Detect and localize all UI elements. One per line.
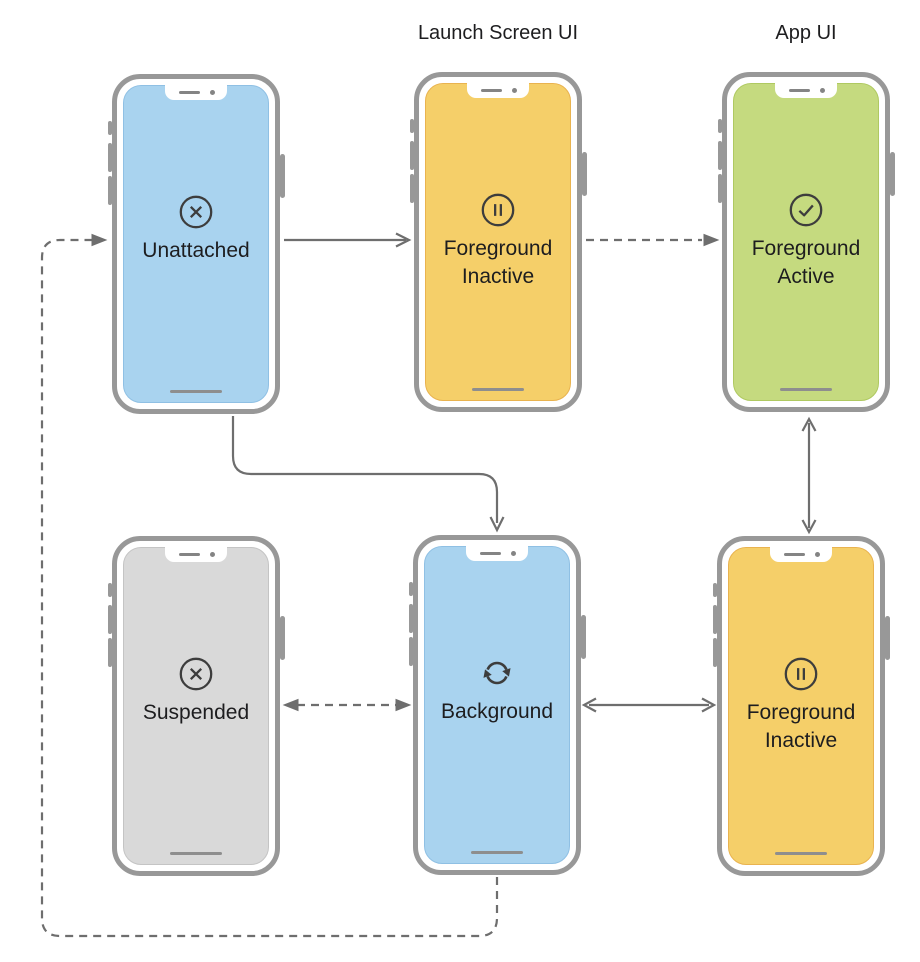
phone-screen: Foreground Active — [733, 82, 879, 401]
power-button — [885, 616, 890, 660]
volume-up-button — [107, 143, 112, 172]
notch — [165, 84, 227, 100]
home-indicator — [170, 389, 222, 393]
volume-up-button — [409, 141, 414, 170]
phone-screen: Foreground Inactive — [728, 546, 874, 865]
home-indicator — [471, 850, 523, 854]
state-label: Suspended — [142, 701, 250, 724]
camera-icon — [815, 551, 820, 557]
notch — [467, 82, 529, 98]
circle-x-icon — [124, 193, 268, 231]
home-indicator — [780, 387, 832, 391]
phone-background: Background — [408, 535, 586, 875]
arrow-unattached-to-background — [231, 416, 505, 533]
speaker-icon — [480, 551, 501, 555]
power-button — [582, 152, 587, 196]
arrow-foreground-inactive-to-foreground-active — [586, 233, 720, 247]
circle-check-icon — [734, 191, 878, 229]
camera-icon — [512, 87, 517, 93]
home-indicator — [170, 851, 222, 855]
phone-screen: Unattached — [123, 84, 269, 403]
camera-icon — [820, 87, 825, 93]
mute-switch — [408, 582, 413, 596]
circle-pause-icon — [426, 191, 570, 229]
arrow-background-foreground-inactive — [581, 697, 717, 713]
volume-down-button — [107, 638, 112, 667]
mute-switch — [712, 583, 717, 597]
speaker-icon — [784, 552, 805, 556]
state-label: Background — [440, 700, 554, 723]
volume-down-button — [408, 637, 413, 666]
volume-down-button — [717, 174, 722, 203]
arrow-foreground-active-foreground-inactive — [801, 416, 817, 535]
arrow-unattached-to-foreground-inactive — [284, 232, 412, 248]
notch — [775, 82, 837, 98]
column-header-app-ui: App UI — [775, 22, 837, 44]
home-indicator — [472, 387, 524, 391]
phone-foreground-inactive-top: Foreground Inactive — [409, 72, 587, 412]
phone-foreground-inactive-bottom: Foreground Inactive — [712, 536, 890, 876]
camera-icon — [210, 89, 215, 95]
volume-up-button — [712, 605, 717, 634]
notch — [770, 546, 832, 562]
arrow-suspended-background — [282, 698, 412, 712]
volume-down-button — [409, 174, 414, 203]
speaker-icon — [481, 88, 502, 92]
mute-switch — [107, 121, 112, 135]
phone-screen: Foreground Inactive — [425, 82, 571, 401]
phone-suspended: Suspended — [107, 536, 285, 876]
volume-up-button — [107, 605, 112, 634]
speaker-icon — [179, 90, 200, 94]
volume-down-button — [712, 638, 717, 667]
power-button — [890, 152, 895, 196]
circle-x-icon — [124, 655, 268, 693]
volume-up-button — [408, 604, 413, 633]
speaker-icon — [179, 552, 200, 556]
camera-icon — [210, 551, 215, 557]
power-button — [280, 616, 285, 660]
speaker-icon — [789, 88, 810, 92]
power-button — [581, 615, 586, 659]
state-label: Foreground Inactive — [443, 237, 553, 288]
home-indicator — [775, 851, 827, 855]
mute-switch — [409, 119, 414, 133]
state-label: Foreground Active — [751, 237, 861, 288]
phone-screen: Background — [424, 545, 570, 864]
state-label: Foreground Inactive — [746, 701, 856, 752]
power-button — [280, 154, 285, 198]
mute-switch — [717, 119, 722, 133]
volume-down-button — [107, 176, 112, 205]
state-label: Unattached — [142, 239, 250, 262]
notch — [466, 545, 528, 561]
notch — [165, 546, 227, 562]
phone-unattached: Unattached — [107, 74, 285, 414]
phone-foreground-active: Foreground Active — [717, 72, 895, 412]
refresh-icon — [425, 654, 569, 694]
camera-icon — [511, 550, 516, 556]
mute-switch — [107, 583, 112, 597]
volume-up-button — [717, 141, 722, 170]
circle-pause-icon — [729, 655, 873, 693]
phone-screen: Suspended — [123, 546, 269, 865]
column-header-launch-screen-ui: Launch Screen UI — [417, 22, 579, 44]
